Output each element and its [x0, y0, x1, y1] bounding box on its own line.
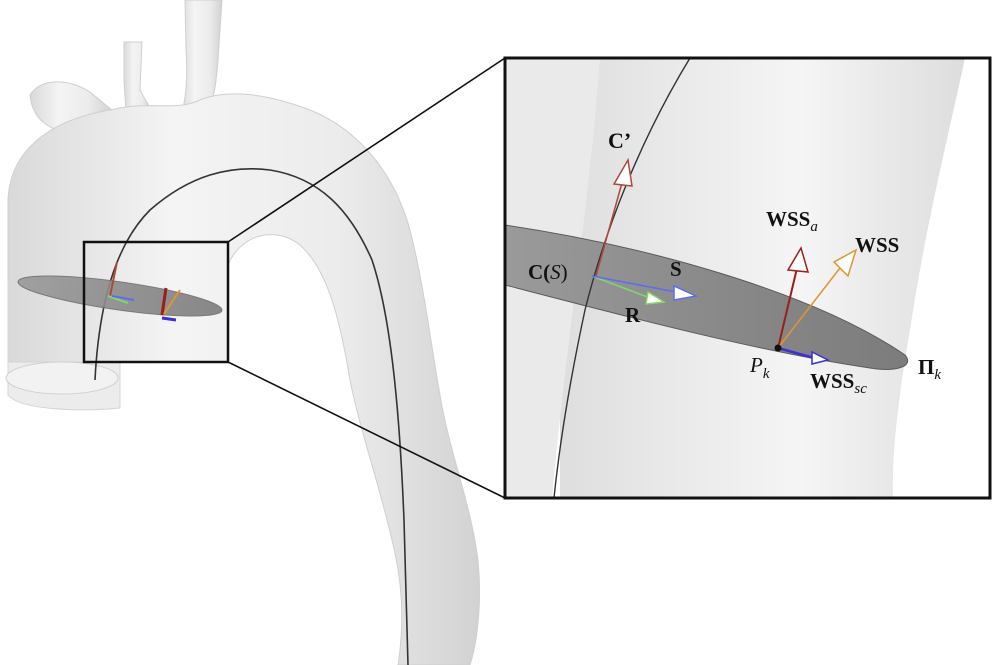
s-arrowhead — [673, 284, 699, 301]
label-c-of-s: C(S) — [528, 260, 568, 284]
zoom-connector-top — [227, 57, 506, 243]
zoom-connector-bottom — [227, 361, 506, 499]
point-pk — [774, 344, 782, 352]
branch-vessel-middle — [123, 41, 151, 113]
small-tangent-vector — [109, 261, 118, 297]
zoom-region-box — [82, 240, 230, 364]
small-r-vector — [107, 295, 129, 304]
r-vector — [591, 275, 651, 299]
wss-axial-vector — [777, 263, 799, 349]
label-wss-sc: WSSsc — [810, 369, 867, 397]
wss-axial-arrowhead — [786, 246, 810, 273]
tangent-vector — [595, 171, 626, 277]
label-r: R — [625, 303, 641, 327]
r-arrowhead — [645, 290, 667, 305]
zoom-vessel-outer-edge — [892, 58, 990, 498]
zoom-panel: C’ C(S) S R WSSa WSS Pk WSSsc Πk — [503, 56, 992, 500]
small-wss-vector — [163, 289, 181, 315]
label-pk: Pk — [749, 353, 770, 382]
label-wss-a: WSSa — [766, 207, 818, 235]
cross-section-plane — [505, 224, 908, 370]
small-wss-sc-vector — [161, 316, 177, 322]
s-vector — [591, 275, 677, 293]
zoom-panel-border — [503, 56, 992, 500]
cross-section-plane-small — [17, 275, 223, 317]
tangent-arrowhead — [612, 157, 633, 187]
label-s: S — [670, 257, 682, 281]
small-wss-axial-vector — [160, 287, 168, 316]
zoom-centerline — [553, 58, 691, 498]
label-wss: WSS — [855, 233, 899, 257]
wss-vector — [777, 267, 841, 349]
aortic-root-opening — [5, 361, 119, 395]
zoom-vessel-wall — [560, 58, 990, 498]
centerline-curve — [94, 167, 409, 665]
label-c-prime: C’ — [608, 128, 631, 153]
label-pi-k: Πk — [918, 355, 941, 383]
wss-sc-arrowhead — [811, 350, 831, 365]
aortic-arch — [7, 93, 481, 665]
aorta-model — [5, 0, 481, 665]
small-s-vector — [111, 295, 135, 301]
wss-arrowhead — [832, 248, 858, 278]
wss-sc-vector — [777, 346, 815, 360]
